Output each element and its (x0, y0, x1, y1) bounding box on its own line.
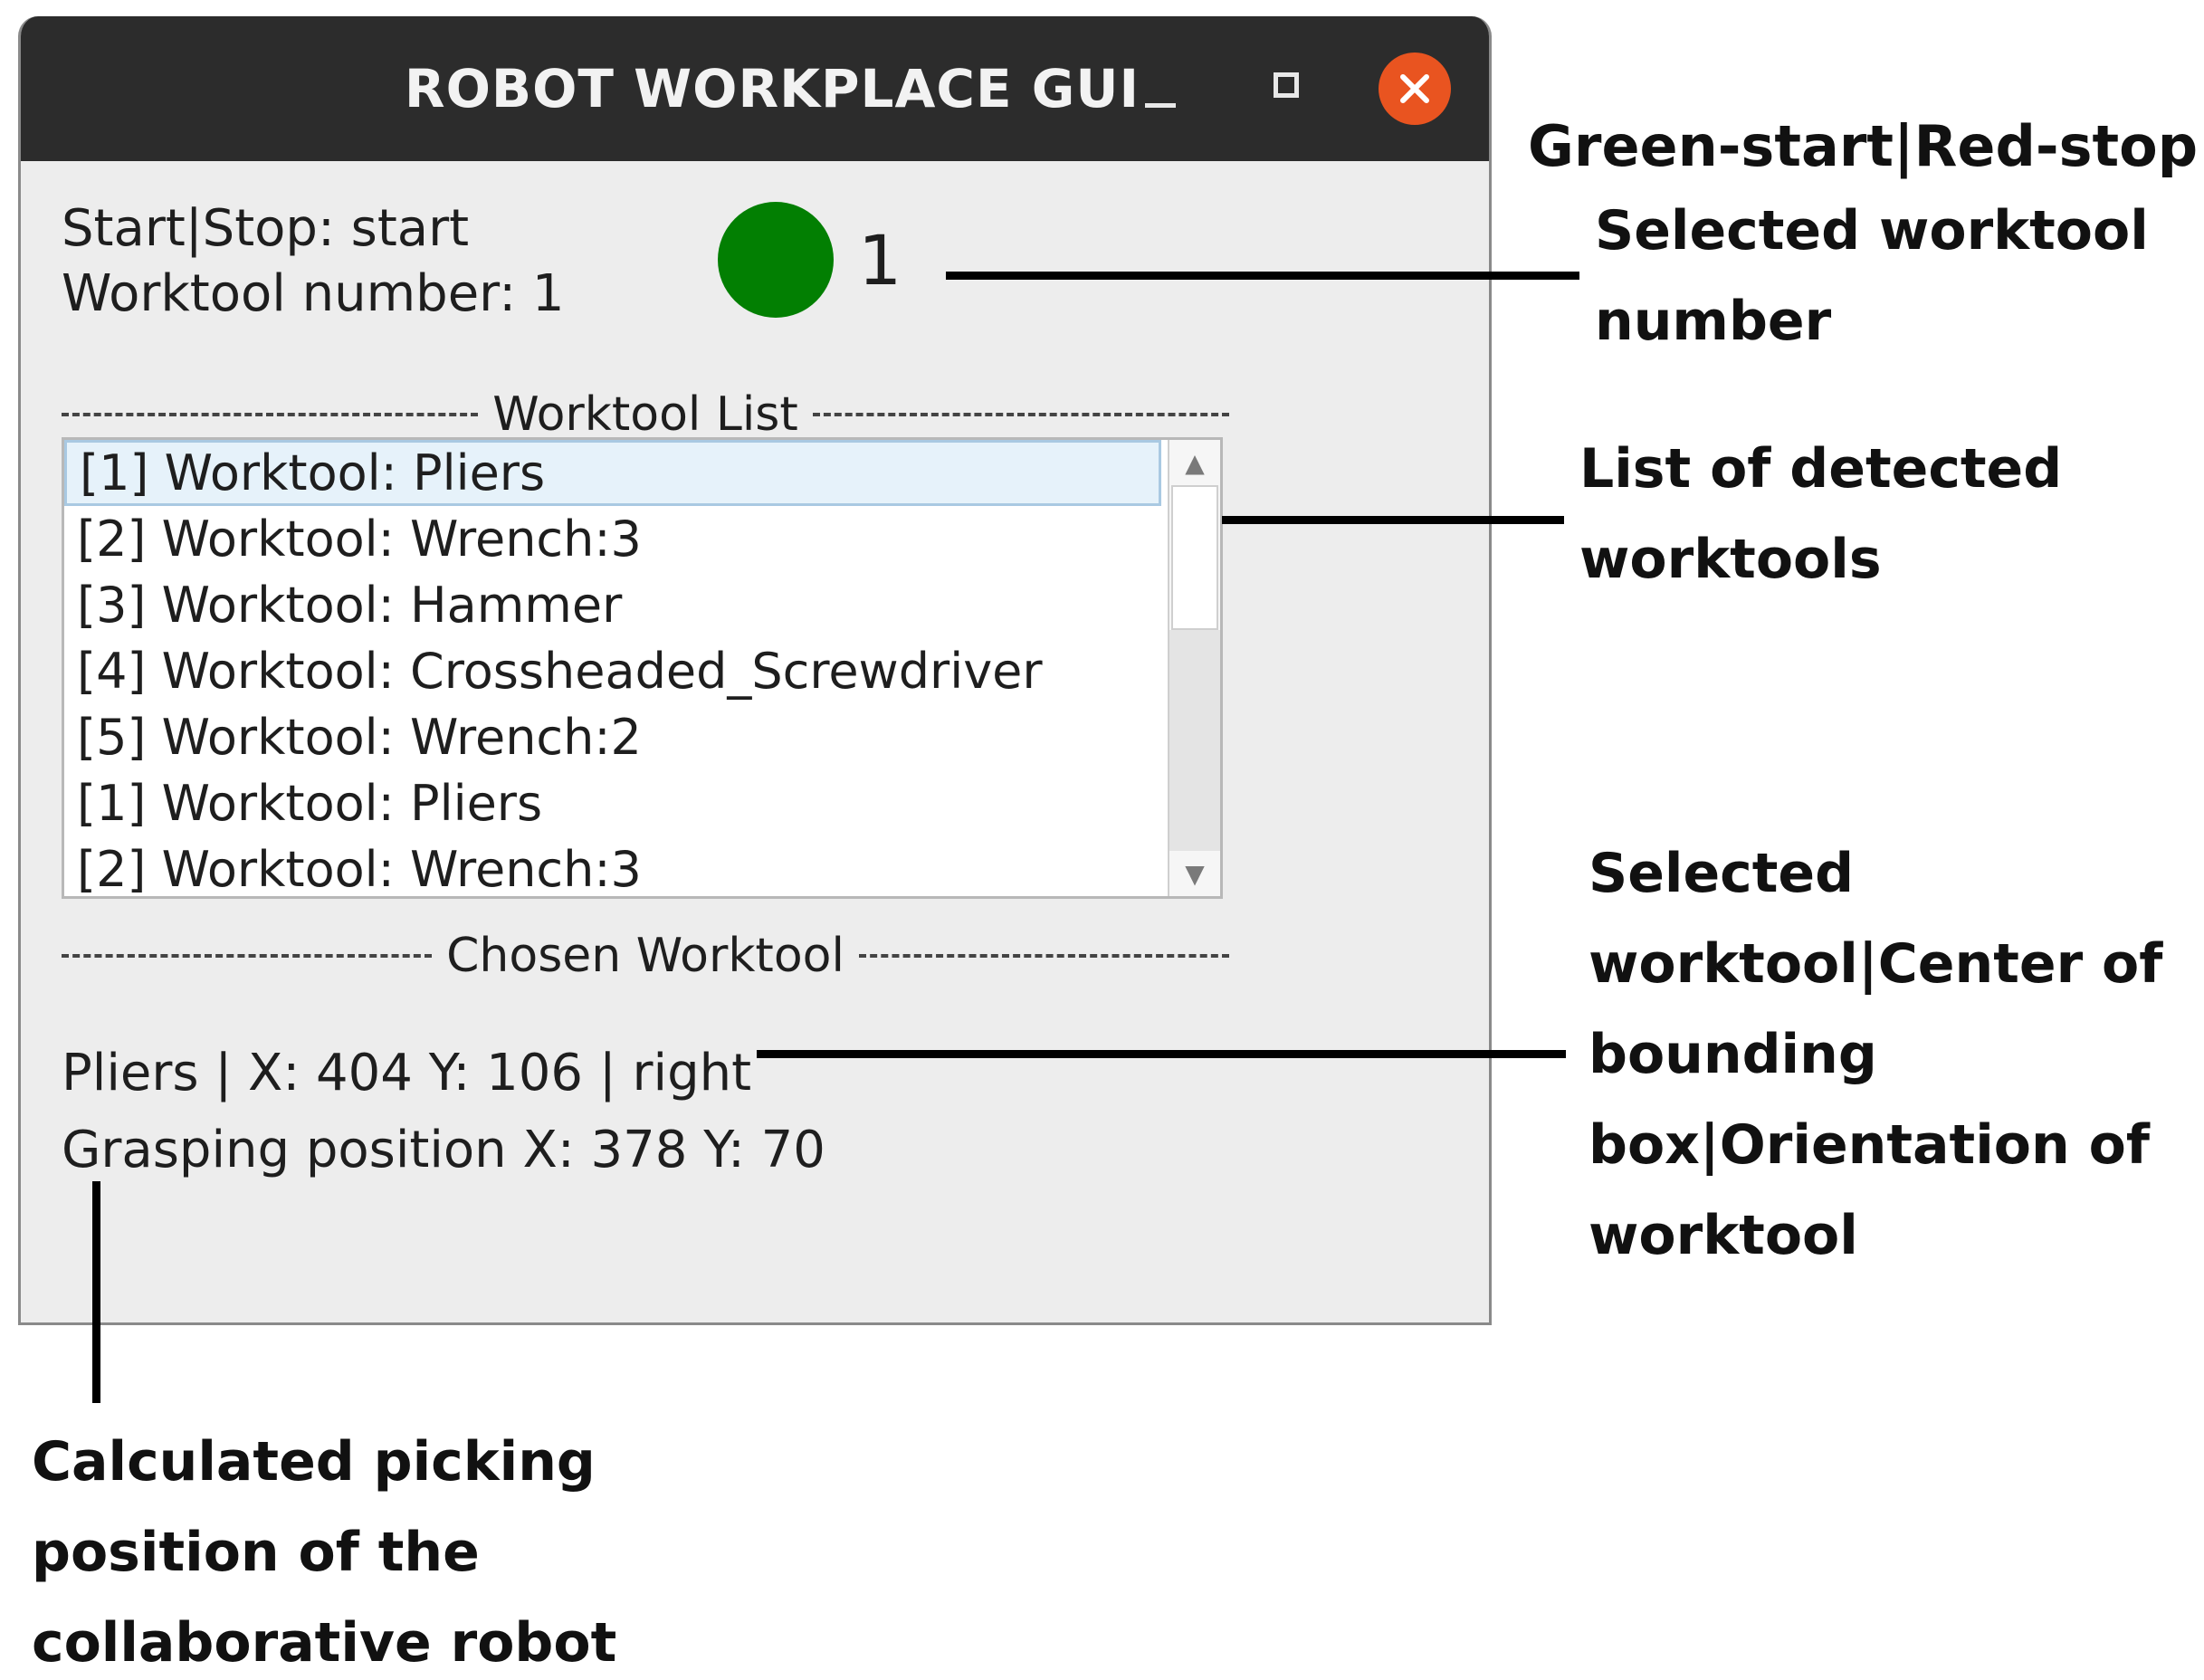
minimize-button[interactable] (1125, 52, 1197, 125)
worktool-number-status: Worktool number: 1 (62, 264, 565, 323)
list-item[interactable]: [4] Worktool: Crossheaded_Screwdriver (77, 643, 1043, 700)
chosen-worktool-separator: Chosen Worktool (62, 924, 1230, 988)
leader-line-grasping (92, 1181, 100, 1403)
close-icon (1400, 74, 1429, 103)
chosen-worktool-info: Pliers | X: 404 Y: 106 | right (62, 1044, 752, 1102)
scrollbar-trough (1169, 630, 1220, 851)
scrollbar-track[interactable] (1169, 485, 1220, 851)
worktool-listbox[interactable]: [1] Worktool: Pliers [2] Worktool: Wrenc… (62, 437, 1223, 899)
leader-line-worktool-list (1222, 516, 1564, 524)
leader-line-selected-number (946, 272, 1579, 280)
scroll-up-arrow-icon[interactable]: ▲ (1185, 447, 1205, 478)
list-item[interactable]: [2] Worktool: Wrench:3 (77, 841, 642, 898)
list-item[interactable]: [1] Worktool: Pliers (77, 775, 543, 832)
title-bar[interactable]: ROBOT WORKPLACE GUI (21, 16, 1489, 161)
robot-workplace-window: ROBOT WORKPLACE GUI Start|Stop: start Wo… (18, 16, 1492, 1325)
annotation-green-red: Green-start|Red-stop (1528, 113, 2199, 179)
minimize-icon (1145, 103, 1176, 108)
separator-dashes-left (62, 954, 433, 958)
maximize-icon (1274, 72, 1299, 98)
maximize-button[interactable] (1252, 52, 1324, 125)
separator-dashes-left (62, 413, 479, 416)
list-item[interactable]: [2] Worktool: Wrench:3 (77, 511, 642, 568)
scrollbar-thumb[interactable] (1171, 485, 1218, 630)
worktool-list-separator: Worktool List (62, 383, 1230, 446)
list-item[interactable]: [3] Worktool: Hammer (77, 577, 623, 634)
annotation-detected-list: List of detected worktools (1579, 437, 2063, 591)
separator-dashes-right (812, 413, 1230, 416)
worktool-list-header: Worktool List (492, 387, 798, 442)
worktool-list-items: [1] Worktool: Pliers [2] Worktool: Wrenc… (64, 440, 1161, 896)
annotation-selected-info: Selected worktool|Center of bounding box… (1589, 842, 2163, 1267)
list-scrollbar[interactable]: ▲ ▼ (1168, 440, 1220, 896)
window-title: ROBOT WORKPLACE GUI (404, 58, 1140, 119)
annotation-calculated-position: Calculated picking position of the colla… (32, 1430, 617, 1675)
selected-worktool-number: 1 (858, 220, 902, 301)
close-button[interactable] (1379, 52, 1451, 125)
leader-line-chosen-info (757, 1050, 1566, 1058)
list-item[interactable]: [1] Worktool: Pliers (64, 440, 1161, 506)
scroll-down-arrow-icon[interactable]: ▼ (1185, 858, 1205, 889)
status-indicator-circle (718, 202, 834, 318)
start-stop-status: Start|Stop: start (62, 199, 470, 258)
list-item[interactable]: [5] Worktool: Wrench:2 (77, 709, 642, 766)
separator-dashes-right (858, 954, 1230, 958)
grasping-position: Grasping position X: 378 Y: 70 (62, 1121, 825, 1179)
annotation-selected-number: Selected worktool number (1595, 199, 2149, 353)
chosen-worktool-header: Chosen Worktool (446, 929, 844, 983)
